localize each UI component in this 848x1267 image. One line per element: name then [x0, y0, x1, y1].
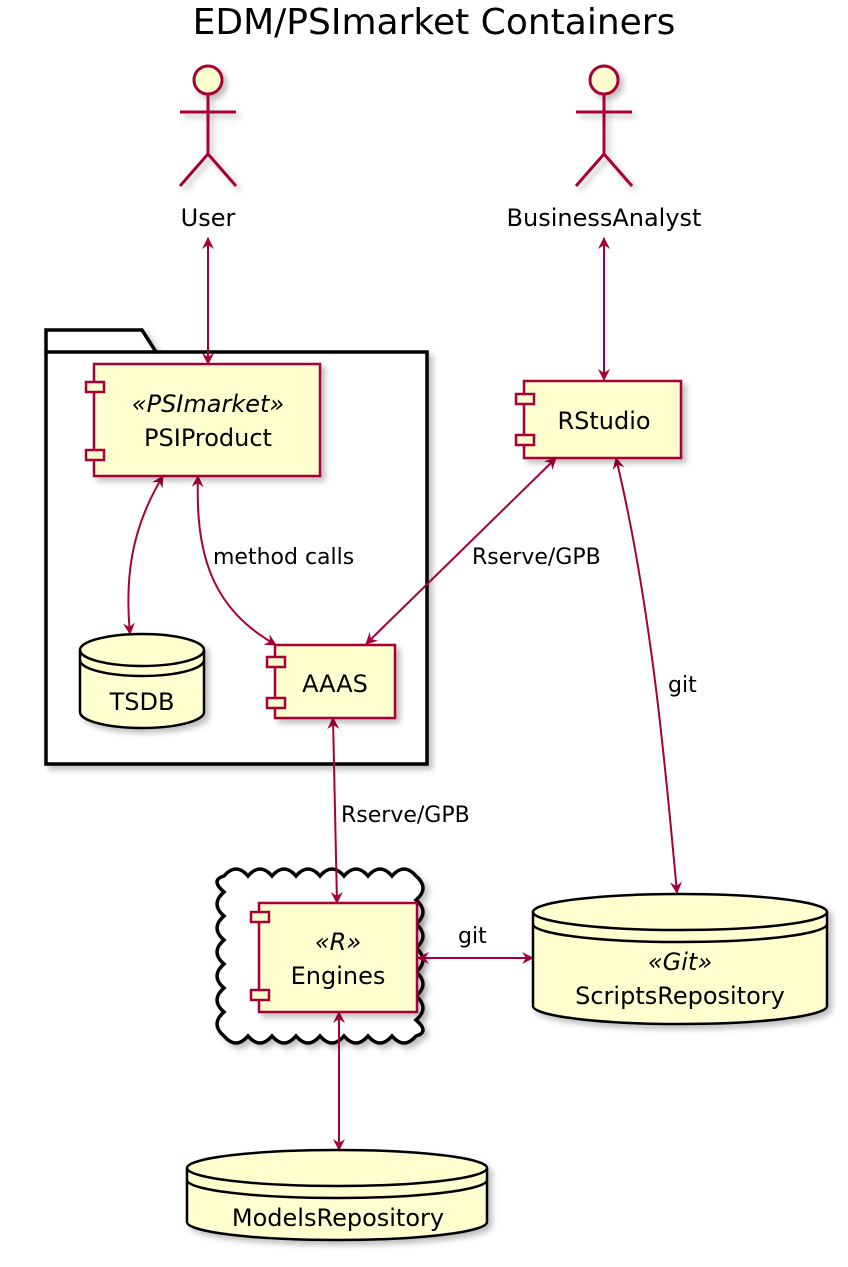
engines-stereotype: «R»	[315, 928, 361, 956]
psiproduct-stereotype: «PSImarket»	[132, 390, 284, 418]
edge-psiproduct-aaas	[191, 475, 277, 646]
actor-user	[178, 64, 238, 187]
edges	[123, 237, 682, 1151]
actor-business-analyst	[574, 64, 634, 187]
scripts-repository-stereotype: «Git»	[648, 948, 712, 976]
edge-rstudio-aaas	[365, 457, 557, 645]
models-repository-name: ModelsRepository	[232, 1204, 444, 1232]
component-psiproduct: «PSImarket» PSIProduct	[84, 362, 322, 478]
psiproduct-name: PSIProduct	[144, 424, 272, 452]
database-models-repository	[185, 1148, 489, 1242]
edge-aaas-engines	[327, 717, 343, 904]
edge-rstudio-scripts	[612, 457, 682, 894]
component-engines: «R» Engines	[249, 901, 419, 1014]
scripts-repository-name: ScriptsRepository	[575, 982, 785, 1010]
edge-label-rstudio-scripts: git	[668, 673, 697, 698]
edge-label-engines-scripts: git	[458, 924, 487, 949]
actor-user-label: User	[181, 204, 236, 232]
rstudio-name: RStudio	[557, 407, 650, 435]
component-rstudio: RStudio	[514, 379, 683, 460]
diagram-title: EDM/PSImarket Containers	[193, 2, 676, 43]
actor-business-analyst-label: BusinessAnalyst	[507, 204, 702, 232]
edge-label-method-calls: method calls	[213, 545, 354, 570]
aaas-name: AAAS	[302, 670, 368, 698]
engines-name: Engines	[291, 962, 386, 990]
edge-label-rstudio-aaas: Rserve/GPB	[472, 545, 601, 570]
component-aaas: AAAS	[265, 643, 397, 720]
edge-label-aaas-engines: Rserve/GPB	[341, 803, 470, 828]
tsdb-name: TSDB	[109, 688, 175, 716]
edge-psiproduct-tsdb	[123, 475, 164, 635]
database-scripts-repository	[531, 892, 829, 1026]
database-tsdb	[78, 632, 206, 730]
